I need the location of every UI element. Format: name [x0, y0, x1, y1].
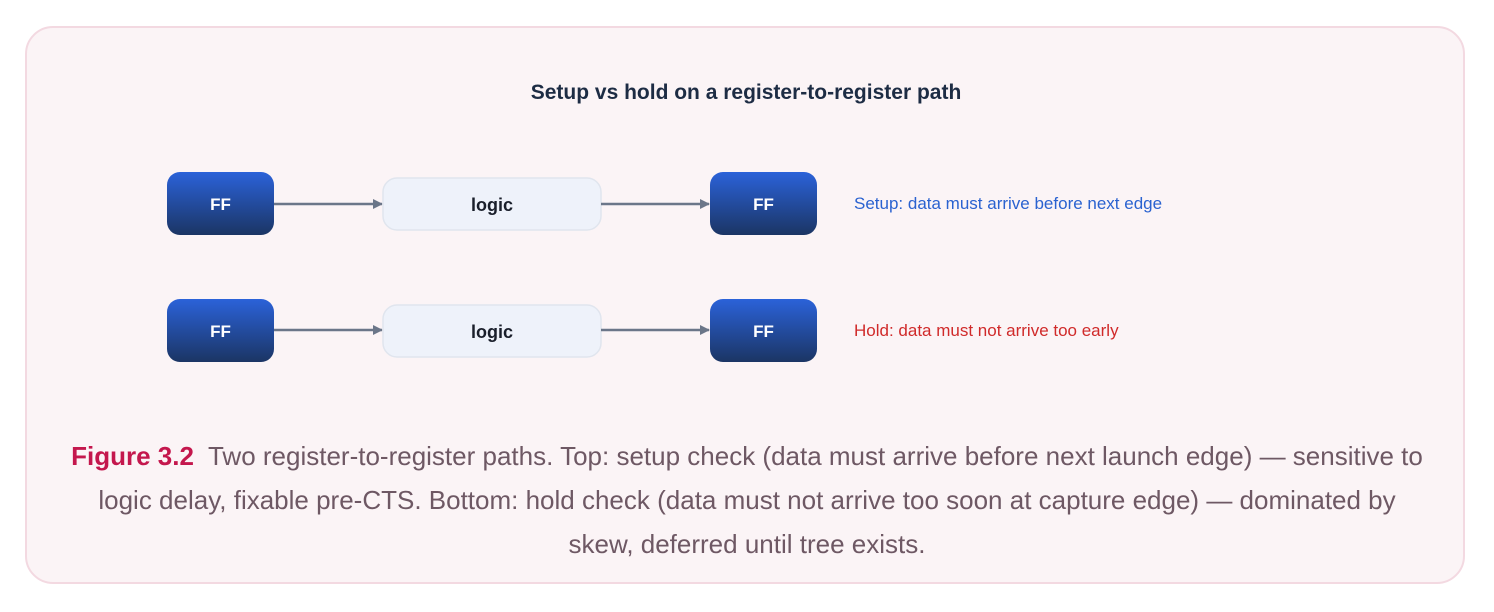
launch-flip-flop [167, 172, 274, 235]
hold-path-row: FF logic FF Hold: data must not arrive t… [167, 299, 1119, 362]
capture-flip-flop-label: FF [753, 195, 774, 214]
capture-flip-flop [710, 299, 817, 362]
hold-note: Hold: data must not arrive too early [854, 321, 1119, 340]
setup-path-row: FF logic FF Setup: data must arrive befo… [167, 172, 1162, 235]
setup-note: Setup: data must arrive before next edge [854, 194, 1162, 213]
capture-flip-flop [710, 172, 817, 235]
launch-flip-flop-label: FF [210, 322, 231, 341]
launch-flip-flop-label: FF [210, 195, 231, 214]
launch-flip-flop [167, 299, 274, 362]
figure-number: Figure 3.2 [71, 441, 194, 471]
diagram-title: Setup vs hold on a register-to-register … [531, 81, 962, 104]
capture-flip-flop-label: FF [753, 322, 774, 341]
figure-caption-text: Two register-to-register paths. Top: set… [98, 441, 1423, 559]
logic-block-label: logic [471, 195, 513, 215]
logic-block-label: logic [471, 322, 513, 342]
